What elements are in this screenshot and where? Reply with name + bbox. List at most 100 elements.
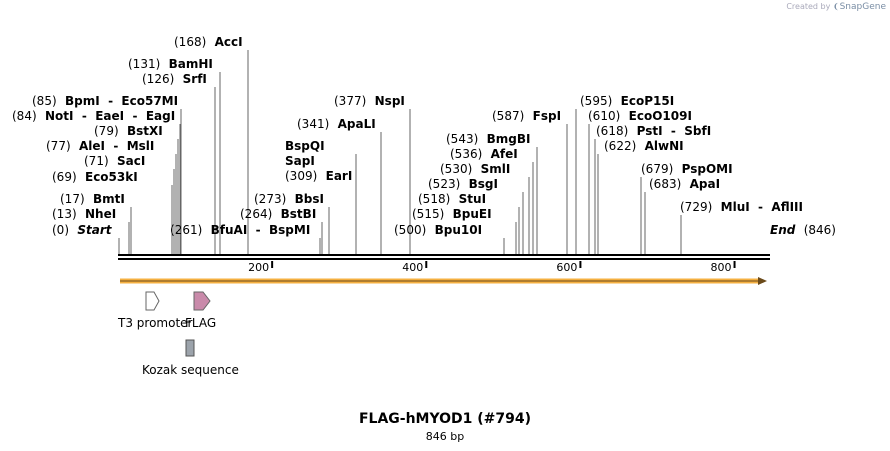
site-bpuei[interactable]: (515) BpuEI	[412, 207, 492, 221]
site-fspi[interactable]: (587) FspI	[492, 109, 561, 123]
site-bstbi[interactable]: (264) BstBI	[240, 207, 316, 221]
site-label: (13) NheI	[52, 207, 116, 221]
ruler-tick-label: 600	[556, 261, 577, 274]
site-eco53ki[interactable]: (69) Eco53kI	[52, 170, 138, 184]
site-pspomi[interactable]: (679) PspOMI	[641, 162, 733, 176]
site-position: (131)	[128, 57, 160, 71]
site-sapi[interactable]: SapI	[285, 154, 315, 168]
site-bsgi[interactable]: (523) BsgI	[428, 177, 498, 191]
site-name: BfuAI	[211, 223, 248, 237]
site-alwni[interactable]: (622) AlwNI	[604, 139, 684, 153]
site-afei[interactable]: (536) AfeI	[450, 147, 518, 161]
site-noti[interactable]: (84) NotI - EaeI - EagI	[12, 109, 175, 123]
site-bspqi[interactable]: BspQI	[285, 139, 325, 153]
orf-arrow[interactable]	[120, 277, 767, 285]
site-label: BspQI	[285, 139, 325, 153]
site-position: (679)	[641, 162, 673, 176]
feature-kozak-sequence[interactable]: Kozak sequence	[142, 339, 239, 377]
site-srfi[interactable]: (126) SrfI	[142, 72, 207, 86]
site-label: (0) Start	[52, 223, 113, 237]
site-smli[interactable]: (530) SmlI	[440, 162, 510, 176]
site-bfuai[interactable]: (261) BfuAI - BspMI	[170, 223, 310, 237]
site-label: (85) BpmI - Eco57MI	[32, 94, 178, 108]
site-alei[interactable]: (77) AleI - MslI	[46, 139, 154, 153]
site-bamhi[interactable]: (131) BamHI	[128, 57, 213, 71]
feature-t3-promoter[interactable]: T3 promoter	[117, 291, 193, 330]
site-label: (69) Eco53kI	[52, 170, 138, 184]
site-end[interactable]: End (846)	[770, 223, 836, 237]
site-name: Start	[77, 223, 112, 237]
site-mlui[interactable]: (729) MluI - AflIII	[680, 200, 803, 214]
site-label: (126) SrfI	[142, 72, 207, 86]
site-label: (264) BstBI	[240, 207, 316, 221]
feature-flag[interactable]: FLAG	[185, 291, 216, 330]
site-label: (729) MluI - AflIII	[680, 200, 803, 214]
site-label: (17) BmtI	[60, 192, 125, 206]
site-stui[interactable]: (518) StuI	[418, 192, 486, 206]
site-bstxi[interactable]: (79) BstXI	[94, 124, 163, 138]
site-name: StuI	[459, 192, 486, 206]
site-position: (523)	[428, 177, 460, 191]
brand-prefix: Created by	[786, 2, 831, 11]
site-bpmi[interactable]: (85) BpmI - Eco57MI	[32, 94, 178, 108]
site-start[interactable]: (0) Start	[52, 223, 113, 237]
site-name: FspI	[533, 109, 561, 123]
sequence-backbone	[118, 254, 770, 260]
snapgene-brand: Created by ❨SnapGene	[786, 2, 886, 12]
site-name: MluI	[721, 200, 750, 214]
site-name: ApaI	[690, 177, 720, 191]
site-name: EagI	[146, 109, 175, 123]
site-label: (610) EcoO109I	[588, 109, 692, 123]
site-name: SapI	[285, 154, 315, 168]
site-position: (618)	[596, 124, 628, 138]
site-name: PspOMI	[682, 162, 733, 176]
site-position: (13)	[52, 207, 77, 221]
site-name: BspQI	[285, 139, 325, 153]
site-bmgbi[interactable]: (543) BmgBI	[446, 132, 531, 146]
ruler-tick-label: 400	[402, 261, 423, 274]
site-position: (69)	[52, 170, 77, 184]
site-name: BstXI	[127, 124, 163, 138]
site-position: (500)	[394, 223, 426, 237]
site-label: (536) AfeI	[450, 147, 518, 161]
site-label: (622) AlwNI	[604, 139, 684, 153]
site-name: AfeI	[491, 147, 518, 161]
site-eari[interactable]: (309) EarI	[285, 169, 352, 183]
site-position: (264)	[240, 207, 272, 221]
site-label: (518) StuI	[418, 192, 486, 206]
site-apali[interactable]: (341) ApaLI	[297, 117, 376, 131]
site-ecop15i[interactable]: (595) EcoP15I	[580, 94, 674, 108]
site-position: (0)	[52, 223, 69, 237]
site-name: NotI	[45, 109, 74, 123]
site-nhei[interactable]: (13) NheI	[52, 207, 116, 221]
site-name: MslI	[127, 139, 155, 153]
site-label: (309) EarI	[285, 169, 352, 183]
site-apai[interactable]: (683) ApaI	[649, 177, 720, 191]
site-label: SapI	[285, 154, 315, 168]
site-label: (515) BpuEI	[412, 207, 492, 221]
site-nspi[interactable]: (377) NspI	[334, 94, 405, 108]
site-acci[interactable]: (168) AccI	[174, 35, 243, 49]
site-ecoo109i[interactable]: (610) EcoO109I	[588, 109, 692, 123]
site-psti[interactable]: (618) PstI - SbfI	[596, 124, 711, 138]
site-name: SbfI	[684, 124, 711, 138]
site-position: (518)	[418, 192, 450, 206]
site-position: (85)	[32, 94, 57, 108]
site-bpu10i[interactable]: (500) Bpu10I	[394, 223, 482, 237]
site-position: (536)	[450, 147, 482, 161]
site-label: (543) BmgBI	[446, 132, 531, 146]
site-name: SmlI	[481, 162, 511, 176]
site-bbsi[interactable]: (273) BbsI	[254, 192, 324, 206]
site-saci[interactable]: (71) SacI	[84, 154, 145, 168]
site-name: BpmI	[65, 94, 100, 108]
site-name: BspMI	[269, 223, 310, 237]
site-position: (77)	[46, 139, 71, 153]
site-bmti[interactable]: (17) BmtI	[60, 192, 125, 206]
site-position: (84)	[12, 109, 37, 123]
site-position: (168)	[174, 35, 206, 49]
site-name: BmtI	[93, 192, 125, 206]
site-name: AccI	[215, 35, 243, 49]
site-label: (273) BbsI	[254, 192, 324, 206]
site-label: (341) ApaLI	[297, 117, 376, 131]
